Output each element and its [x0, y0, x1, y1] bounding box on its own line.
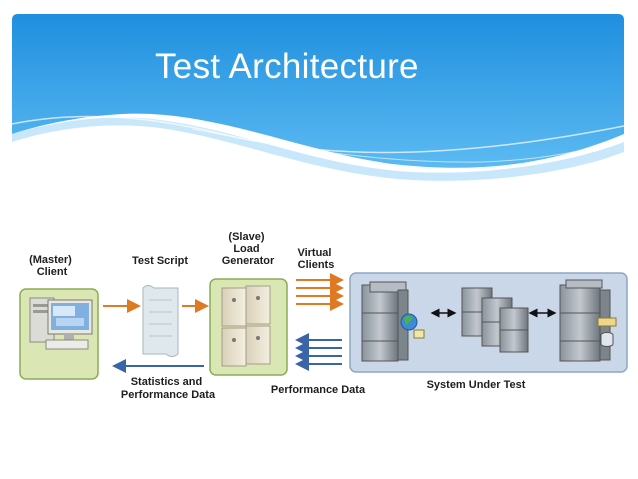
computer-icon — [29, 297, 93, 350]
system-under-test-node — [349, 272, 628, 373]
performance-data-label: Performance Data — [271, 384, 366, 396]
load-generator-node — [209, 278, 288, 376]
server-cluster-icon — [461, 287, 529, 353]
slide-title: Test Architecture — [155, 47, 419, 86]
master-client-node — [19, 288, 99, 380]
master-client-label: (Master) Client — [29, 254, 75, 278]
system-under-test-label: System Under Test — [427, 379, 526, 391]
statistics-label: Statistics and Performance Data — [121, 376, 216, 401]
virtual-clients-label: Virtual Clients — [297, 247, 334, 271]
test-script-label: Test Script — [132, 255, 188, 267]
globe-icon — [400, 313, 425, 339]
load-generator-label: (Slave) Load Generator — [222, 231, 275, 267]
performance-data-arrows — [295, 333, 342, 371]
database-server-icon — [559, 279, 617, 362]
test-script-icon — [142, 285, 179, 357]
title-banner — [12, 14, 624, 181]
virtual-clients-arrows — [296, 273, 344, 311]
server-tower-icon — [221, 285, 271, 367]
